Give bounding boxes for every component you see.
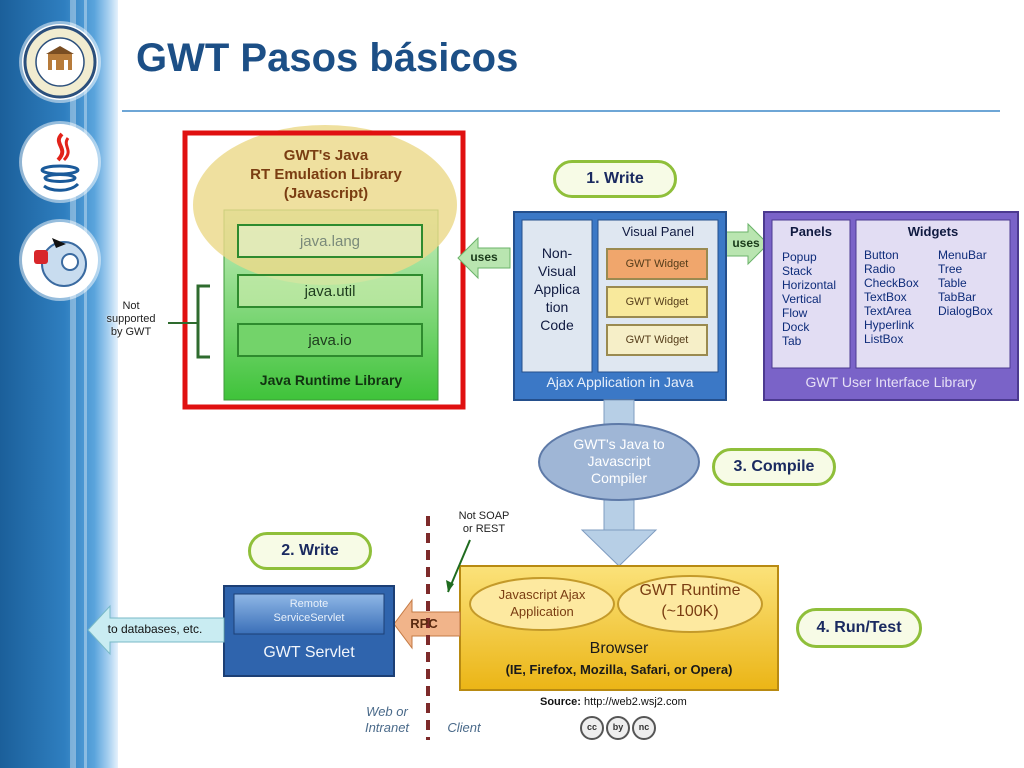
panel-item: Horizontal — [782, 278, 837, 292]
cc-badge — [580, 716, 604, 740]
panels-box — [771, 219, 851, 369]
widget-item: Hyperlink — [864, 318, 915, 332]
widget-item: DialogBox — [938, 304, 993, 318]
panel-item: Tab — [782, 334, 802, 348]
step-run-test: 4. Run/Test — [796, 608, 922, 648]
highlight-frame — [182, 130, 466, 410]
gwt-widget-2: GWT Widget — [606, 286, 708, 318]
java-io-package: java.io — [237, 323, 423, 357]
not-soap-label: Not SOAP or REST — [458, 510, 510, 535]
gwt-logo-icon — [22, 222, 98, 298]
step-write-2: 2. Write — [248, 532, 372, 570]
emulation-library-label: GWT's Java RT Emulation Library (Javascr… — [250, 147, 402, 202]
sidebar-stripe — [84, 0, 87, 768]
gwt-widget-1: GWT Widget — [606, 248, 708, 280]
not-supported-bracket — [196, 284, 210, 359]
by-badge — [606, 716, 630, 740]
compiler-label: GWT's Java to Javascript Compiler — [573, 436, 665, 486]
gwt-widget-3: GWT Widget — [606, 324, 708, 356]
panel-item: Popup — [782, 250, 817, 264]
panels-title: Panels — [790, 224, 832, 239]
widget-item: ListBox — [864, 332, 904, 346]
to-databases-label: to databases, etc. — [107, 622, 203, 636]
web-intranet-label: Web or Intranet — [364, 704, 410, 735]
remote-service-box — [233, 593, 385, 635]
step-compile: 3. Compile — [712, 448, 836, 486]
widgets-title: Widgets — [907, 224, 959, 239]
uses-arrow-right — [723, 222, 769, 266]
not-supported-label: Not supported by GWT — [106, 300, 156, 338]
sidebar-stripe — [70, 0, 76, 768]
sidebar — [0, 0, 118, 768]
university-seal-icon — [22, 24, 98, 100]
source-credit: Source: http://web2.wsj2.com — [540, 696, 710, 708]
cc-badge-label: cc — [586, 722, 597, 732]
widget-item: CheckBox — [864, 276, 919, 290]
page-title: GWT Pasos básicos — [136, 36, 519, 80]
not-soap-pointer-head — [446, 580, 454, 592]
gwt-runtime-label: GWT Runtime (~100K) — [639, 582, 741, 620]
widget-item: TabBar — [938, 290, 977, 304]
by-badge-label: by — [612, 722, 624, 732]
visual-panel-label: Visual Panel — [621, 224, 695, 239]
widget-item: Radio — [864, 262, 896, 276]
js-app-ellipse — [469, 577, 615, 631]
browser-title: Browser — [589, 640, 649, 657]
nonvisual-code-label: Non- Visual Applica tion Code — [534, 245, 580, 333]
compile-arrow-stem-bottom — [603, 499, 635, 533]
step-write-1: 1. Write — [553, 160, 677, 198]
panel-item: Vertical — [782, 292, 822, 306]
compiler-ellipse — [538, 423, 700, 501]
nc-badge — [632, 716, 656, 740]
js-ajax-app-label: Javascript Ajax Application — [498, 587, 586, 619]
databases-arrow — [87, 604, 225, 656]
nc-badge-label: nc — [638, 722, 650, 732]
nonvisual-code-box — [521, 219, 593, 373]
widget-item: Table — [938, 276, 967, 290]
java-lang-package: java.lang — [237, 224, 423, 258]
servlet-caption: GWT Servlet — [263, 644, 355, 661]
java-logo-icon — [22, 124, 98, 200]
widget-item: TextBox — [864, 290, 907, 304]
widget-item: TextArea — [864, 304, 912, 318]
gwt-runtime-ellipse — [617, 575, 763, 633]
runtime-library-caption: Java Runtime Library — [259, 372, 403, 388]
uses-label-right: uses — [732, 236, 760, 250]
client-label: Client — [447, 720, 481, 735]
compile-arrow-head — [580, 529, 658, 567]
browser-subtitle: (IE, Firefox, Mozilla, Safari, or Opera) — [505, 662, 733, 677]
uses-arrow-left — [457, 236, 511, 280]
ui-library-caption: GWT User Interface Library — [805, 374, 977, 390]
panel-item: Stack — [782, 264, 813, 278]
widget-item: Tree — [938, 262, 963, 276]
rpc-label: RPC — [410, 616, 438, 631]
uses-label-left: uses — [470, 250, 498, 264]
source-url[interactable]: http://web2.wsj2.com — [584, 696, 687, 708]
java-util-package: java.util — [237, 274, 423, 308]
widget-item: MenuBar — [938, 248, 987, 262]
panel-item: Flow — [782, 306, 808, 320]
title-divider — [122, 110, 1000, 112]
widget-item: Button — [864, 248, 899, 262]
panel-item: Dock — [782, 320, 810, 334]
remote-service-label: Remote ServiceServlet — [273, 598, 345, 624]
source-label: Source: — [540, 696, 581, 708]
ajax-application-caption: Ajax Application in Java — [546, 374, 694, 390]
widgets-box — [855, 219, 1011, 369]
